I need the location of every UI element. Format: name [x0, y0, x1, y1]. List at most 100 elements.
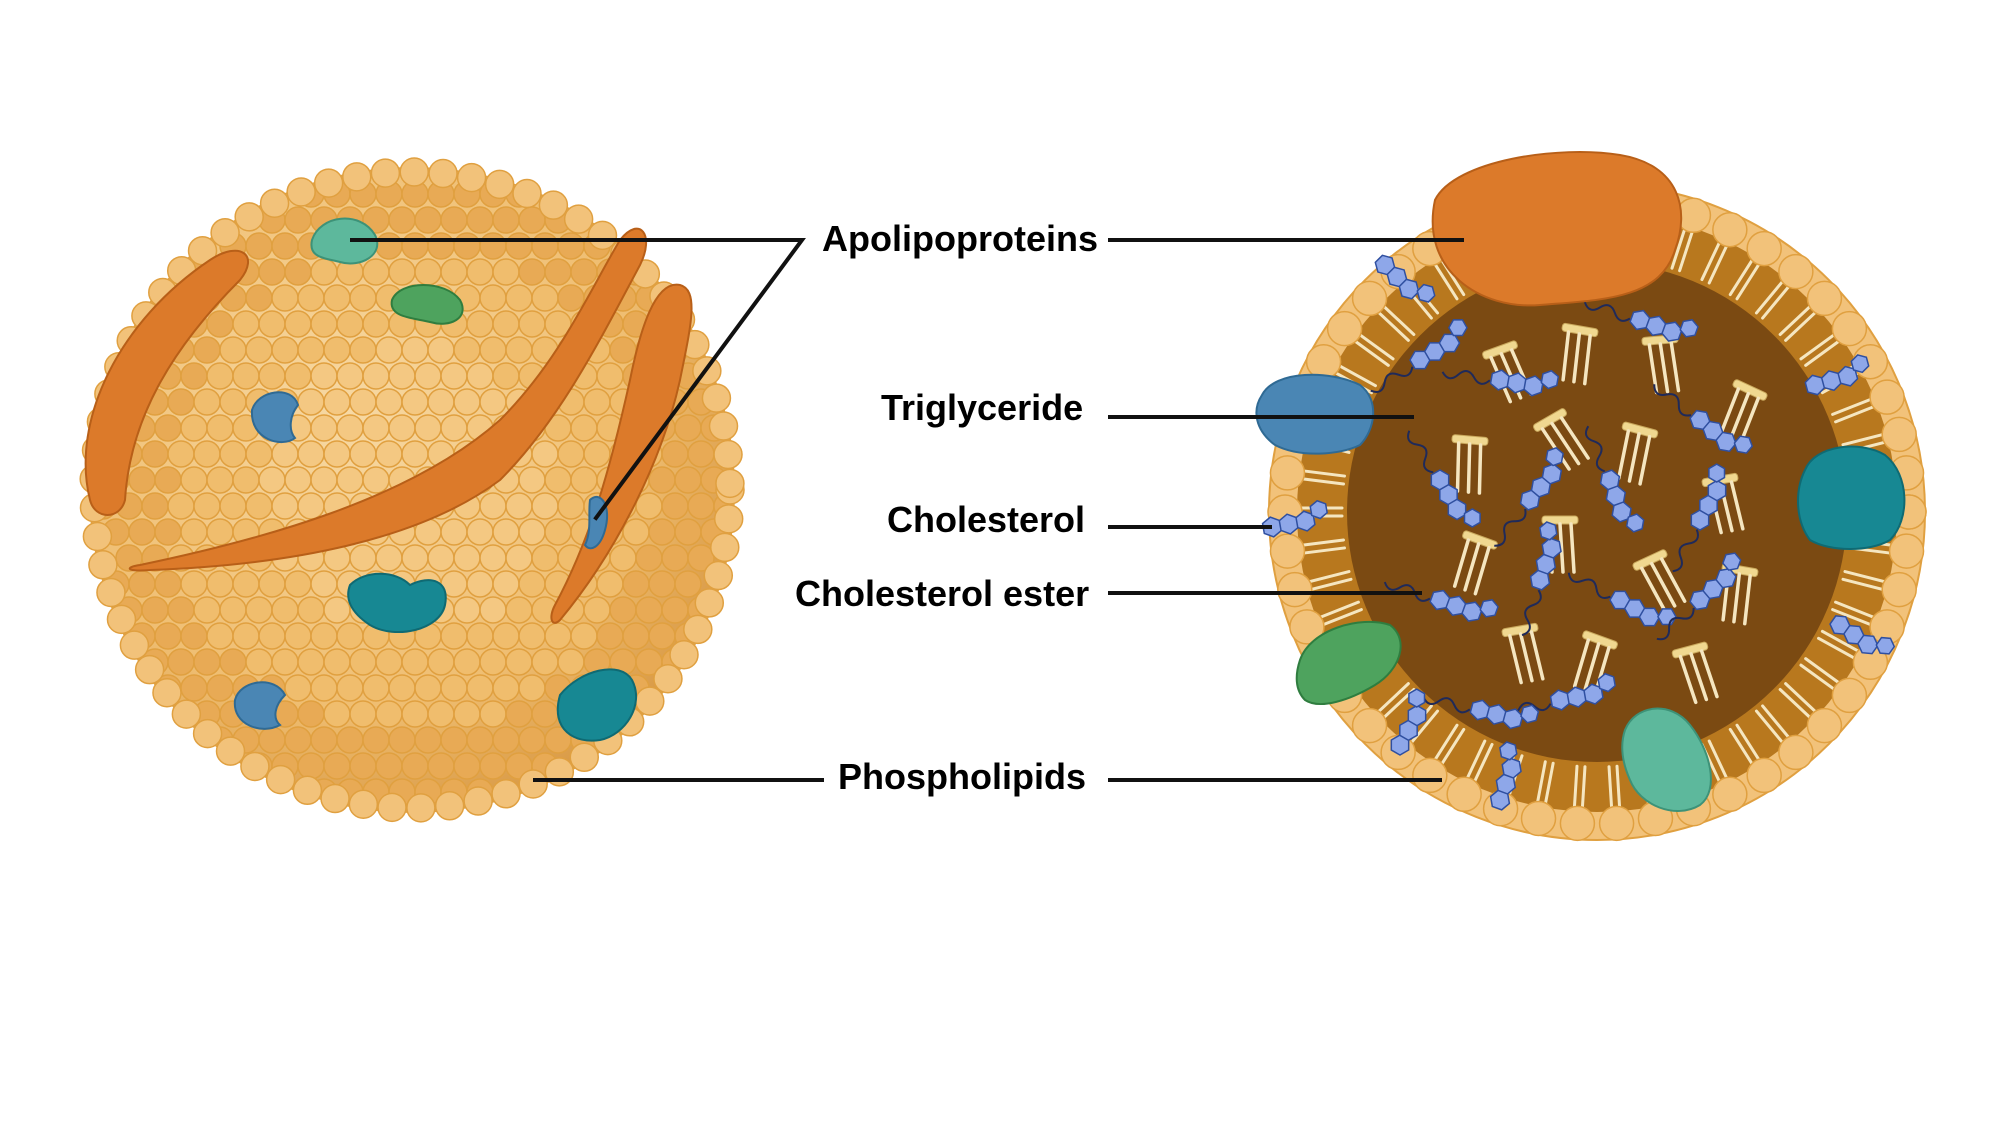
sterol-ring	[1416, 283, 1436, 303]
phospholipid-tail	[1355, 330, 1395, 361]
phospholipid-head	[492, 622, 520, 650]
phospholipid-head	[310, 362, 338, 390]
phospholipid-head	[388, 414, 416, 442]
phospholipid-head	[557, 440, 585, 468]
phospholipid-tail	[1843, 570, 1891, 585]
phospholipid-head	[505, 284, 533, 312]
phospholipid-tail	[1318, 608, 1363, 628]
phospholipid-head	[635, 686, 665, 716]
phospholipid-tail	[1580, 765, 1587, 814]
phospholipid-head	[1412, 757, 1448, 794]
phospholipid-head	[1446, 776, 1482, 813]
phospholipid-head	[557, 284, 585, 312]
phospholipid-tail	[1407, 709, 1440, 748]
phospholipid-head	[596, 570, 624, 598]
phospholipid-head	[427, 232, 455, 260]
phospholipid-head	[401, 700, 429, 728]
fatty-acid-tail	[1647, 343, 1659, 395]
fatty-acid-tail	[1583, 334, 1592, 386]
phospholipid-head	[1881, 416, 1917, 453]
phospholipid-head	[414, 362, 442, 390]
phospholipid-head	[414, 726, 442, 754]
phospholipid-head	[297, 284, 325, 312]
phospholipid-head	[349, 544, 377, 572]
phospholipid-tail	[1754, 276, 1787, 315]
phospholipid-head	[336, 622, 364, 650]
phospholipid-head	[518, 258, 546, 286]
phospholipid-head	[648, 518, 676, 546]
phospholipid-head	[180, 414, 208, 442]
phospholipid-head	[258, 622, 286, 650]
sterol-ring	[1875, 636, 1896, 655]
phospholipid-head	[210, 217, 240, 248]
phospholipid-head	[284, 466, 312, 494]
phospholipid-head	[180, 622, 208, 650]
lipoprotein-cross-section	[1255, 151, 1927, 842]
phospholipid-head	[453, 336, 481, 364]
phospholipid-head	[703, 560, 734, 591]
fatty-acid-tail	[1561, 330, 1571, 382]
phospholipid-head	[557, 232, 585, 260]
phospholipid-head	[1888, 533, 1925, 569]
phospholipid-head	[669, 639, 699, 670]
phospholipid-head	[1351, 280, 1388, 317]
phospholipid-head	[141, 440, 169, 468]
sterol-ring	[1597, 672, 1616, 693]
phospholipid-head	[492, 674, 520, 702]
phospholipid-head	[661, 492, 689, 520]
phospholipid-tail	[1297, 476, 1346, 486]
ester-tail	[1653, 384, 1692, 417]
phospholipid-head	[141, 492, 169, 520]
phospholipid-head	[674, 466, 702, 494]
phospholipid-head	[310, 258, 338, 286]
phospholipid-head	[583, 440, 611, 468]
phospholipid-head	[414, 414, 442, 442]
apolipoprotein-mint-section	[1621, 707, 1712, 812]
ester-tail	[1494, 508, 1527, 547]
fatty-acid-tail	[1455, 441, 1461, 493]
phospholipid-head	[193, 336, 221, 364]
phospholipid-head	[180, 674, 208, 702]
phospholipid-head	[479, 752, 507, 780]
fatty-acid-tail	[1638, 434, 1652, 486]
sterol-ring	[1733, 435, 1754, 454]
phospholipid-head	[453, 648, 481, 676]
phospholipid-head	[258, 570, 286, 598]
phospholipid-head	[440, 258, 468, 286]
label-cholesterol: Cholesterol	[887, 499, 1085, 540]
phospholipid-head	[544, 258, 572, 286]
phospholipid-head	[167, 596, 195, 624]
phospholipid-head	[232, 622, 260, 650]
phospholipid-head	[375, 336, 403, 364]
phospholipid-head	[505, 596, 533, 624]
phospholipid-head	[635, 596, 663, 624]
phospholipid-head	[710, 532, 740, 563]
fatty-acid-tail	[1463, 542, 1481, 592]
phospholipid-head	[518, 769, 548, 799]
fatty-acid-tail	[1738, 396, 1761, 445]
phospholipid-head	[401, 336, 429, 364]
phospholipid-head	[453, 388, 481, 416]
phospholipid-head	[388, 258, 416, 286]
phospholipid-tail	[1678, 226, 1696, 273]
phospholipid-head	[193, 648, 221, 676]
phospholipid-head	[648, 622, 676, 650]
phospholipid-head	[453, 596, 481, 624]
phospholipid-head	[128, 466, 156, 494]
phospholipid-head	[401, 388, 429, 416]
labels: Apolipoproteins Triglyceride Cholesterol…	[795, 218, 1098, 797]
phospholipid-head	[297, 440, 325, 468]
sterol-ring	[1708, 463, 1726, 483]
sterol-ring	[1448, 319, 1468, 337]
phospholipid-head	[245, 596, 273, 624]
phospholipid-head	[428, 158, 458, 189]
leader-lines	[350, 238, 1464, 782]
phospholipid-head	[674, 414, 702, 442]
triglyceride	[1671, 641, 1719, 705]
phospholipid-head	[569, 742, 600, 773]
phospholipid-head	[206, 362, 234, 390]
phospholipid-head	[687, 440, 715, 468]
phospholipid-head	[1869, 379, 1905, 415]
phospholipid-head	[96, 577, 126, 608]
lipoprotein-surface-view	[79, 157, 745, 823]
